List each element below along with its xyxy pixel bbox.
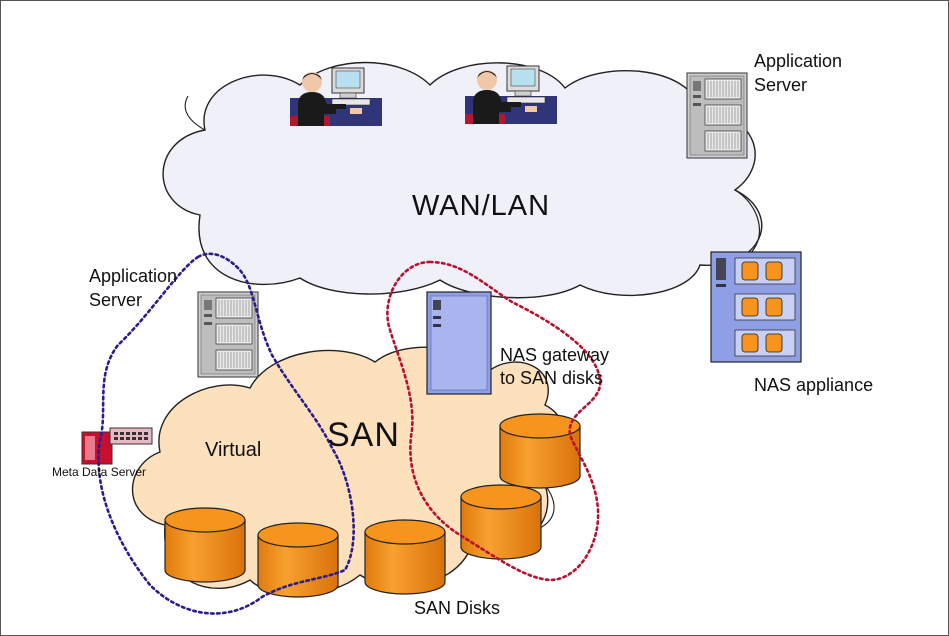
nas-appliance-label: NAS appliance [754,375,874,395]
application-server-left-label-line2: Server [89,290,143,310]
san-disk-1 [164,507,246,583]
application-server-left-label-line1: Application [89,266,178,286]
san-disk-2 [257,522,339,598]
application-server-top-icon [686,72,748,159]
nas-gateway-boundary [386,260,602,582]
nas-gateway-label-line2: to SAN disks [500,368,604,388]
nas-gateway-label-line1: NAS gateway [500,345,610,365]
virtual-label: Virtual [205,439,262,461]
san-disk-4 [460,484,542,560]
wan-lan-label: WAN/LAN [412,190,551,222]
application-server-left-icon [197,291,259,378]
wan-lan-cloud [162,61,763,299]
nas-appliance-icon [710,251,802,363]
san-label: SAN [327,416,400,454]
virtual-boundary [97,252,355,615]
meta-data-server-icon [81,427,153,465]
application-server-top-label-line1: Application [754,51,843,71]
san-disk-3 [364,519,446,595]
meta-data-server-label: Meta Data Server [52,465,147,479]
san-disk-5 [499,413,581,489]
san-disks-label: SAN Disks [414,598,501,618]
application-server-top-label-line2: Server [754,75,808,95]
nas-gateway-icon [426,291,492,395]
